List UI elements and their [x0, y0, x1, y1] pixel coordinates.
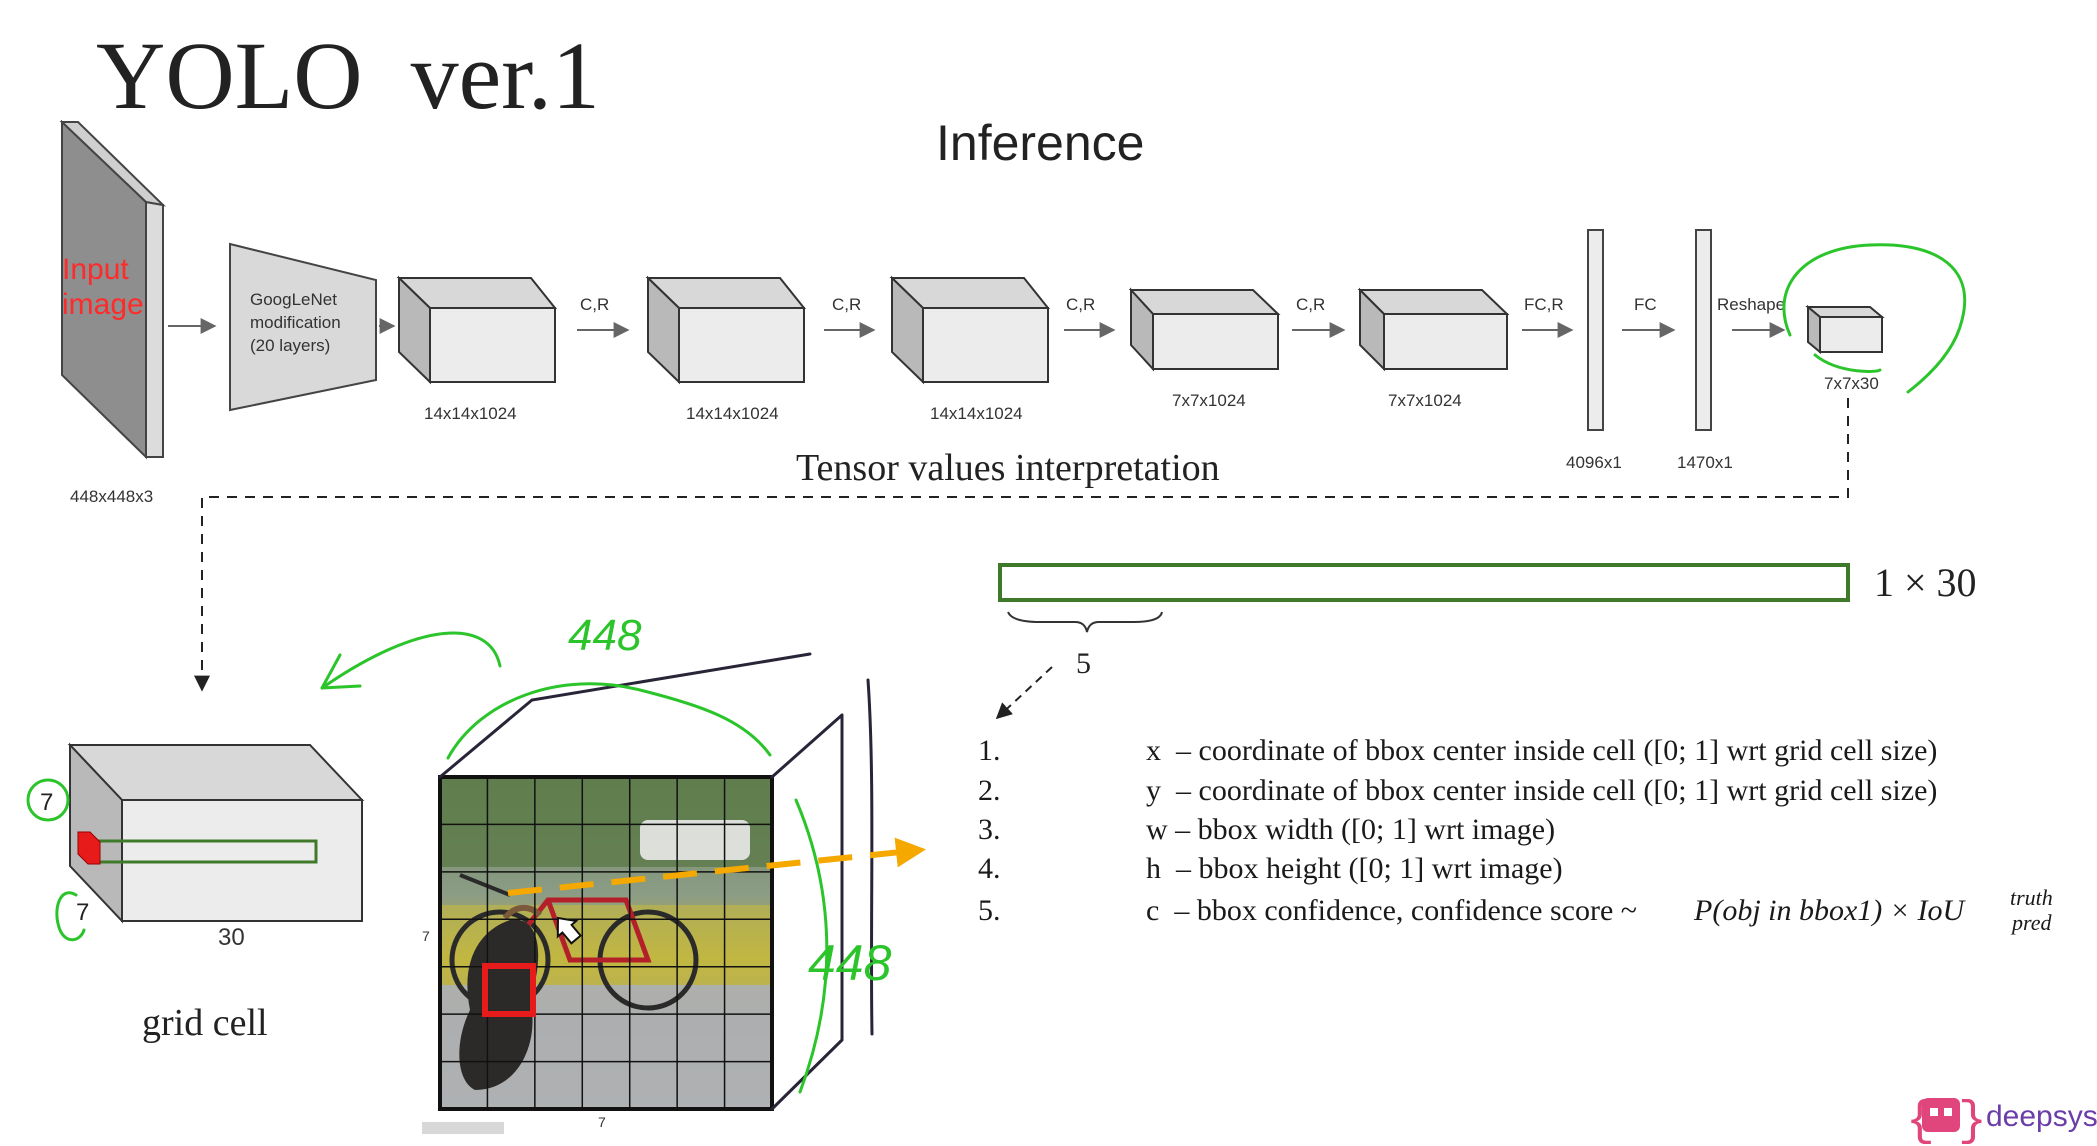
- tensor-vector-bar: [998, 563, 1850, 602]
- op-label-2: C,R: [832, 295, 861, 314]
- brace-label: 5: [1076, 647, 1091, 680]
- handwritten-top-curve: [446, 682, 772, 760]
- grid-cell-block: [67, 742, 365, 924]
- param-num: 3.: [978, 813, 1001, 846]
- param-num: 5.: [978, 894, 1001, 927]
- param-text: y – coordinate of bbox center inside cel…: [1146, 774, 1937, 807]
- conv-block-5: [1357, 287, 1510, 372]
- param-num: 1.: [978, 734, 1001, 767]
- handwritten-circle-7-top: [26, 778, 70, 822]
- googlenet-label-1: GoogLeNet: [250, 290, 337, 309]
- block1-dim: 14x14x1024: [424, 404, 517, 423]
- grid-image: [438, 775, 774, 1111]
- handwritten-448-right: 448: [808, 935, 892, 991]
- tensor-interpretation-heading: Tensor values interpretation: [796, 447, 1220, 489]
- image-scroll-strip: [422, 1122, 504, 1134]
- output-dim: 7x7x30: [1824, 374, 1879, 393]
- googlenet-label-3: (20 layers): [250, 336, 330, 355]
- fc1-bar: [1587, 229, 1604, 431]
- grid-cell-caption: grid cell: [142, 1002, 268, 1044]
- brand-name: deepsyst: [1986, 1100, 2097, 1133]
- op-label-5: FC,R: [1524, 295, 1564, 314]
- conv-block-1: [396, 275, 558, 385]
- grid-cell-side-top: 7: [40, 789, 53, 816]
- param-num: 4.: [978, 852, 1001, 885]
- orange-dashed-arrow: [507, 837, 926, 896]
- googlenet-block: [229, 242, 377, 412]
- formula-sub: pred: [2010, 910, 2053, 935]
- block4-dim: 7x7x1024: [1172, 391, 1246, 410]
- input-dim-label: 448x448x3: [70, 487, 153, 506]
- slide-title: YOLO ver.1: [96, 22, 600, 129]
- vector-brace: [1007, 611, 1163, 633]
- op-label-1: C,R: [580, 295, 609, 314]
- grid-cell-side-bottom: 7: [76, 899, 89, 926]
- deepsystems-logo-icon: { }: [1906, 1095, 1987, 1146]
- grid-image-red-box: [482, 963, 536, 1017]
- formula-sup: truth: [2010, 885, 2053, 910]
- inference-heading: Inference: [936, 115, 1144, 171]
- conv-block-2: [645, 275, 807, 385]
- op-label-3: C,R: [1066, 295, 1095, 314]
- dashed-connector: [194, 398, 1849, 692]
- conv-block-3: [889, 275, 1051, 385]
- input-image-slab: [59, 119, 167, 460]
- handwritten-arrow: [320, 631, 502, 690]
- output-tensor-box: [1805, 304, 1885, 355]
- image-left-tick: 7: [422, 928, 430, 944]
- params-list: 1. x – coordinate of bbox center inside …: [978, 734, 2053, 935]
- op-label-7: Reshape: [1717, 295, 1785, 314]
- param-text: c – bbox confidence, confidence score ~: [1146, 894, 1645, 927]
- input-image-label: Input: [62, 253, 129, 286]
- op-label-4: C,R: [1296, 295, 1325, 314]
- fc1-dim: 4096x1: [1566, 453, 1622, 472]
- brace-arrow: [995, 666, 1053, 720]
- fc2-bar: [1695, 229, 1712, 431]
- param-text: h – bbox height ([0; 1] wrt image): [1146, 852, 1563, 885]
- handwritten-circle-output: [1782, 243, 1967, 394]
- block5-dim: 7x7x1024: [1388, 391, 1462, 410]
- block3-dim: 14x14x1024: [930, 404, 1023, 423]
- input-image-label-2: image: [62, 288, 144, 321]
- image-bottom-tick: 7: [598, 1114, 606, 1130]
- handwritten-448-top: 448: [568, 611, 642, 660]
- param-num: 2.: [978, 774, 1001, 807]
- tensor-vector-size: 1 × 30: [1874, 560, 1977, 605]
- param-text: x – coordinate of bbox center inside cel…: [1146, 734, 1937, 767]
- param-text: w – bbox width ([0; 1] wrt image): [1146, 813, 1555, 846]
- handwritten-circle-7-bottom: [55, 891, 86, 942]
- fc2-dim: 1470x1: [1677, 453, 1733, 472]
- conv-block-4: [1128, 287, 1281, 372]
- grid-cell-highlight: [77, 831, 101, 865]
- handwritten-right-curve: [794, 798, 829, 1094]
- grid-cell-depth: 30: [218, 924, 245, 951]
- op-label-6: FC: [1634, 295, 1657, 314]
- googlenet-label-2: modification: [250, 313, 341, 332]
- svg-text:}: }: [1958, 1095, 1987, 1146]
- mouse-cursor: [556, 916, 583, 945]
- block2-dim: 14x14x1024: [686, 404, 779, 423]
- confidence-formula: P(obj in bbox1) × IoU: [1693, 894, 1967, 927]
